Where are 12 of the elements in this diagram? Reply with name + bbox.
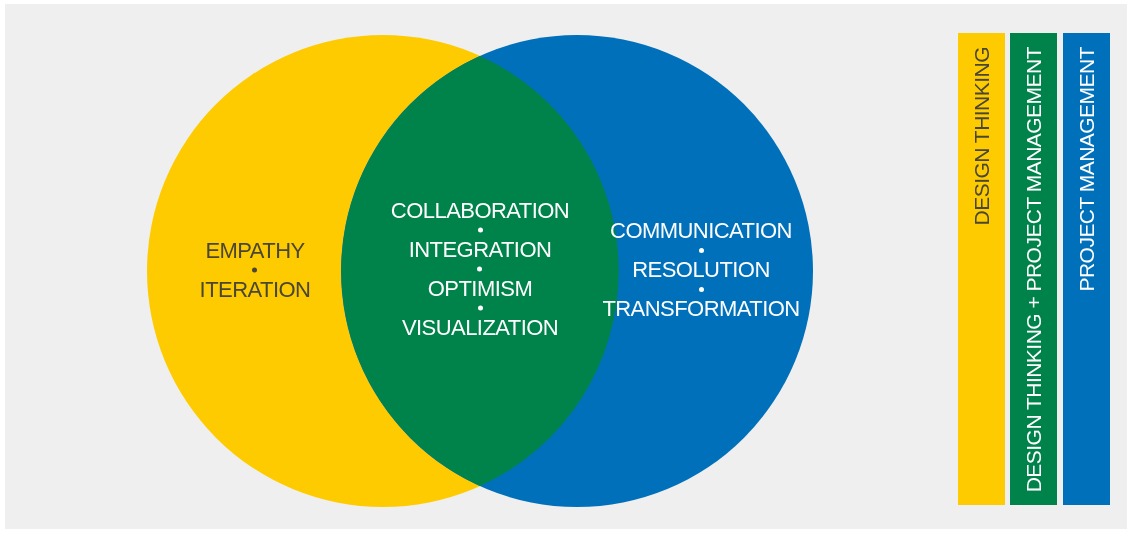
- venn-label: EMPATHY: [205, 237, 305, 264]
- venn-label: COMMUNICATION: [610, 218, 792, 244]
- venn-label: ITERATION: [199, 276, 311, 303]
- venn-label: VISUALIZATION: [401, 314, 559, 341]
- venn-label: TRANSFORMATION: [602, 296, 800, 322]
- venn-label: INTEGRATION: [408, 236, 552, 263]
- legend-label: PROJECT MANAGEMENT: [1074, 47, 1099, 292]
- legend-label: DESIGN THINKING: [969, 47, 994, 226]
- venn-label: RESOLUTION: [632, 257, 770, 283]
- venn-label: OPTIMISM: [427, 275, 533, 302]
- venn-label: COLLABORATION: [390, 197, 570, 224]
- legend-label: DESIGN THINKING + PROJECT MANAGEMENT: [1021, 47, 1046, 493]
